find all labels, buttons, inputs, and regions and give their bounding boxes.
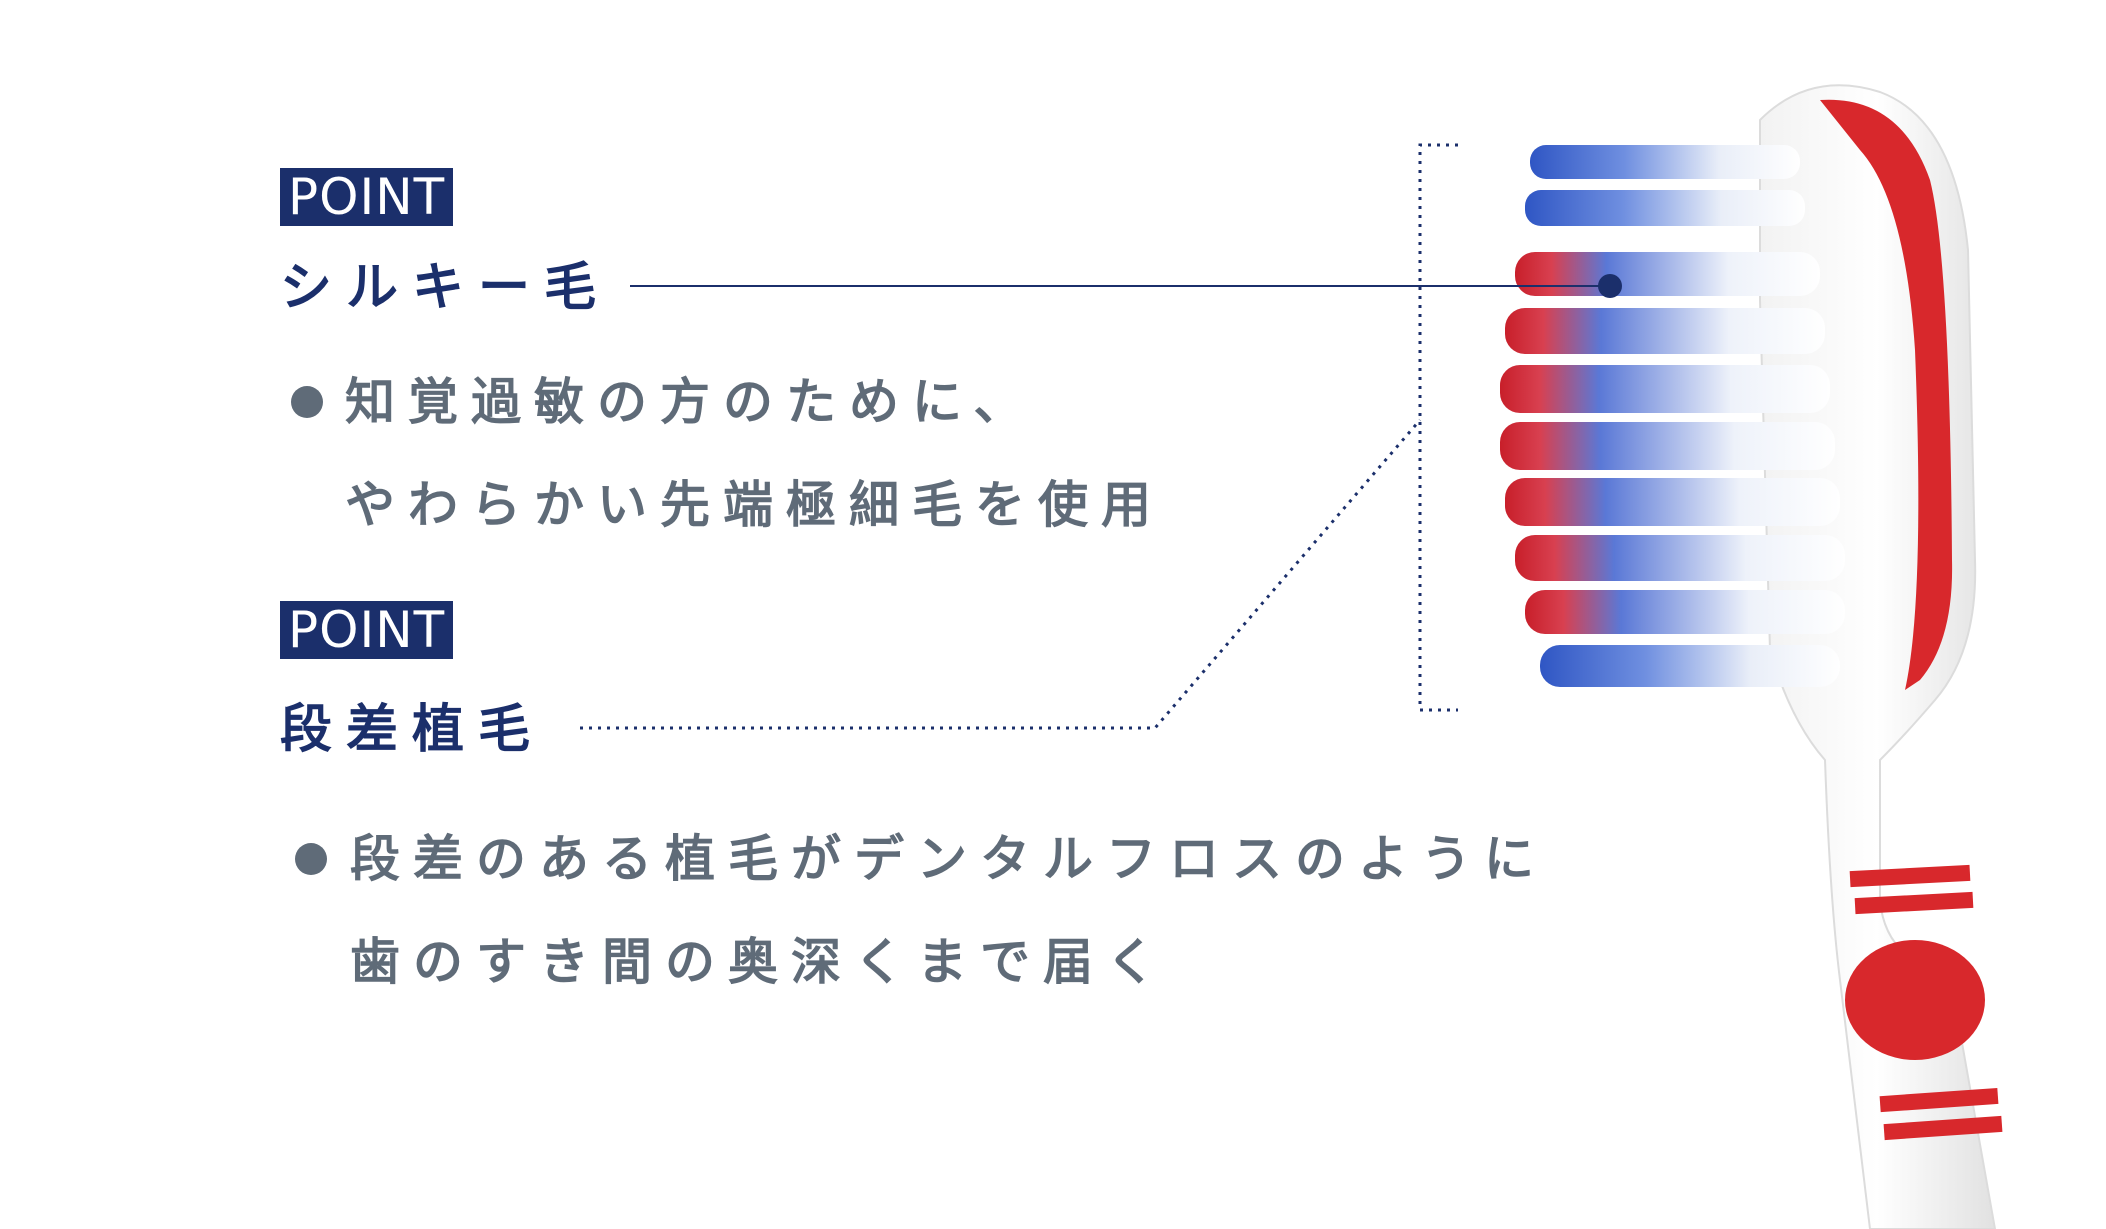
callout-dot-1 (1598, 274, 1622, 298)
bristle-bracket (1418, 143, 1458, 712)
point-title-2: 段差植毛 (280, 700, 545, 760)
brush-head-red-accent (1820, 99, 1953, 690)
bristles (1500, 145, 1845, 687)
point-badge-2: POINT (280, 601, 454, 659)
neck-stripe-1 (1849, 864, 1971, 888)
point1-line-1: 知覚過敏の方のために、 (345, 373, 1037, 431)
bullet-dot-2 (295, 843, 327, 875)
neck-red-ring (1845, 940, 1985, 1060)
callout-line-2 (580, 419, 1422, 730)
point1-line-2: やわらかい先端極細毛を使用 (345, 476, 1164, 534)
bullet-dot-1 (291, 386, 323, 418)
neck-stripe-4 (1883, 1115, 2003, 1141)
neck-stripe-2 (1854, 891, 1974, 915)
neck-stripe-3 (1879, 1087, 1999, 1113)
point-badge-1: POINT (280, 168, 454, 226)
point-title-1: シルキー毛 (280, 258, 611, 318)
point2-line-1: 段差のある植毛がデンタルフロスのように (350, 830, 1547, 888)
point2-line-2: 歯のすき間の奥深くまで届く (350, 933, 1169, 991)
